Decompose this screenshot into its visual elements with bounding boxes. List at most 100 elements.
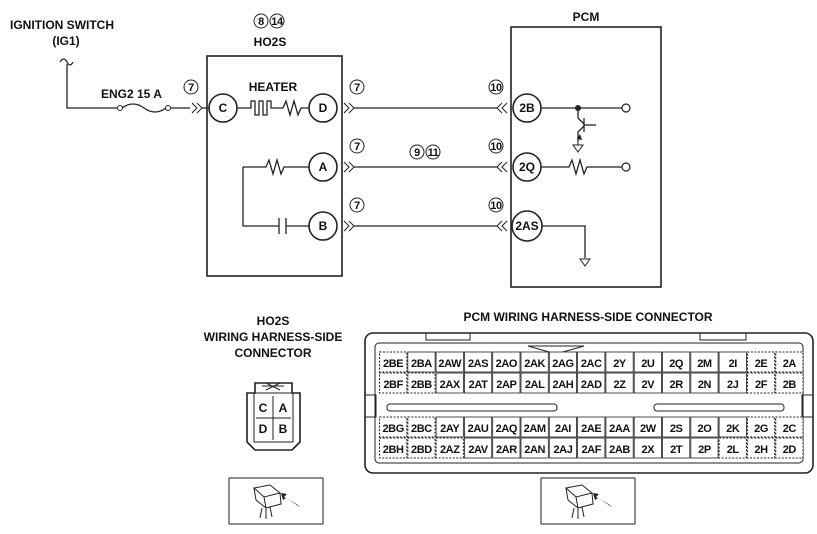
pcm-cavity-2r: 2R — [670, 379, 684, 391]
b-connector-chevron-icon — [343, 220, 355, 232]
svg-text:7: 7 — [354, 141, 360, 153]
ho2s-pin-b: B — [308, 211, 338, 241]
pcm-2as-ref-10: 10 — [488, 197, 504, 213]
pcm-cavity-box — [548, 351, 577, 373]
pcm-cavity-box — [520, 416, 549, 438]
pcm-2b-ref-10: 10 — [488, 79, 504, 95]
pcm-cavity-2bc: 2BC — [411, 423, 432, 435]
svg-text:14: 14 — [271, 16, 284, 28]
ho2s-cavity-c: C — [259, 401, 268, 415]
ignition-terminal-icon — [59, 58, 74, 66]
pcm-cavity-2f: 2F — [755, 379, 768, 391]
ho2s-cavity-a: A — [279, 401, 288, 415]
pcm-cavity-box — [435, 437, 464, 459]
pcm-2q-resistor-icon — [541, 157, 622, 177]
pcm-cavity-2c: 2C — [783, 423, 797, 435]
pcm-2q-open-terminal-icon — [621, 162, 631, 172]
ho2s-pin-c: C — [208, 93, 238, 123]
ignition-feed-wire — [66, 64, 117, 109]
svg-text:11: 11 — [428, 147, 439, 159]
pcm-cavity-2as: 2AS — [468, 358, 488, 370]
pcm-cavity-box — [718, 372, 747, 394]
pcm-cavity-2ag: 2AG — [552, 358, 573, 370]
pcm-cavity-2ab: 2AB — [609, 444, 630, 456]
c-connector-chevron-icon — [191, 102, 203, 114]
pcm-cavity-box — [463, 437, 493, 459]
pcm-cavity-box — [746, 372, 776, 394]
pcm-cavity-2ao: 2AO — [496, 358, 518, 370]
pcm-cavity-box — [718, 416, 747, 438]
pcm-cavity-2az: 2AZ — [440, 444, 460, 456]
pcm-cavity-box — [775, 416, 804, 438]
pcm-pin-2as: 2AS — [511, 210, 543, 242]
pcm-cavity-box — [463, 372, 493, 394]
2q-connector-chevron-icon — [496, 161, 508, 173]
ho2s-d-ref-7: 7 — [349, 79, 365, 95]
ho2s-pin-a: A — [308, 152, 338, 182]
pcm-cavity-2a: 2A — [783, 358, 797, 370]
pcm-label: PCM — [573, 10, 600, 24]
pcm-cavity-box — [577, 351, 606, 373]
pcm-cavity-box — [378, 372, 408, 394]
pcm-cavity-2aj: 2AJ — [553, 444, 572, 456]
sensor-internal-wire — [242, 167, 279, 227]
svg-text:10: 10 — [490, 82, 502, 94]
pcm-cavity-2aa: 2AA — [609, 423, 630, 435]
pcm-cavity-2be: 2BE — [383, 358, 403, 370]
pcm-cavity-2al: 2AL — [525, 379, 545, 391]
pcm-cavity-2g: 2G — [754, 423, 768, 435]
pcm-cavity-box — [662, 437, 691, 459]
pcm-cavity-box — [435, 372, 464, 394]
pcm-cavity-box — [492, 437, 521, 459]
pcm-cavity-2aw: 2AW — [438, 358, 462, 370]
pcm-cavity-2ah: 2AH — [553, 379, 574, 391]
pcm-cavity-box — [492, 372, 521, 394]
pcm-cavity-2ar: 2AR — [496, 444, 517, 456]
2as-connector-chevron-icon — [496, 220, 508, 232]
svg-text:7: 7 — [354, 200, 360, 212]
ho2s-a-ref-7: 7 — [349, 138, 365, 154]
pcm-cavity-2bh: 2BH — [383, 444, 404, 456]
ho2s-ref-8: 8 — [253, 13, 269, 29]
pcm-cavity-box — [633, 437, 662, 459]
pcm-cavity-box — [378, 437, 408, 459]
svg-text:D: D — [319, 101, 328, 115]
pcm-cavity-box — [407, 437, 436, 459]
svg-text:7: 7 — [354, 82, 360, 94]
pcm-cavity-2q: 2Q — [669, 358, 684, 370]
pcm-cavity-box — [548, 437, 577, 459]
pcm-cavity-box — [775, 437, 804, 459]
svg-text:7: 7 — [188, 82, 194, 94]
pcm-2as-internal-wire — [542, 225, 586, 258]
pcm-cavity-box — [520, 372, 549, 394]
pcm-cavity-box — [662, 372, 691, 394]
pcm-cavity-2at: 2AT — [469, 379, 488, 391]
pcm-cavity-2h: 2H — [754, 444, 768, 456]
pcm-cavity-2ae: 2AE — [581, 423, 601, 435]
pcm-cavity-2ai: 2AI — [555, 423, 571, 435]
ho2s-b-ref-7: 7 — [349, 197, 365, 213]
pcm-cavity-2w: 2W — [640, 423, 657, 435]
ho2s-connector-view-icon — [228, 477, 324, 525]
pcm-cavity-2n: 2N — [698, 379, 712, 391]
pcm-pin-2b: 2B — [512, 93, 542, 123]
pcm-cavity-box — [435, 416, 464, 438]
svg-text:10: 10 — [490, 141, 502, 153]
pcm-cavity-2u: 2U — [641, 358, 655, 370]
pcm-cavity-2am: 2AM — [524, 423, 546, 435]
pcm-cavity-box — [378, 351, 408, 373]
pcm-cavity-2d: 2D — [783, 444, 797, 456]
pcm-cavity-2y: 2Y — [613, 358, 627, 370]
pcm-cavity-2bd: 2BD — [411, 444, 432, 456]
pcm-cavity-2l: 2L — [727, 444, 740, 456]
pcm-cavity-box — [548, 372, 577, 394]
fuse-icon — [117, 103, 171, 113]
pcm-2q-ref-10: 10 — [488, 138, 504, 154]
pcm-cavity-box — [690, 351, 719, 373]
pcm-2as-ground-icon — [579, 258, 591, 267]
pcm-cavity-box — [407, 372, 436, 394]
pcm-cavity-box — [775, 372, 804, 394]
pcm-cavity-box — [633, 372, 662, 394]
pcm-cavity-box — [690, 372, 719, 394]
